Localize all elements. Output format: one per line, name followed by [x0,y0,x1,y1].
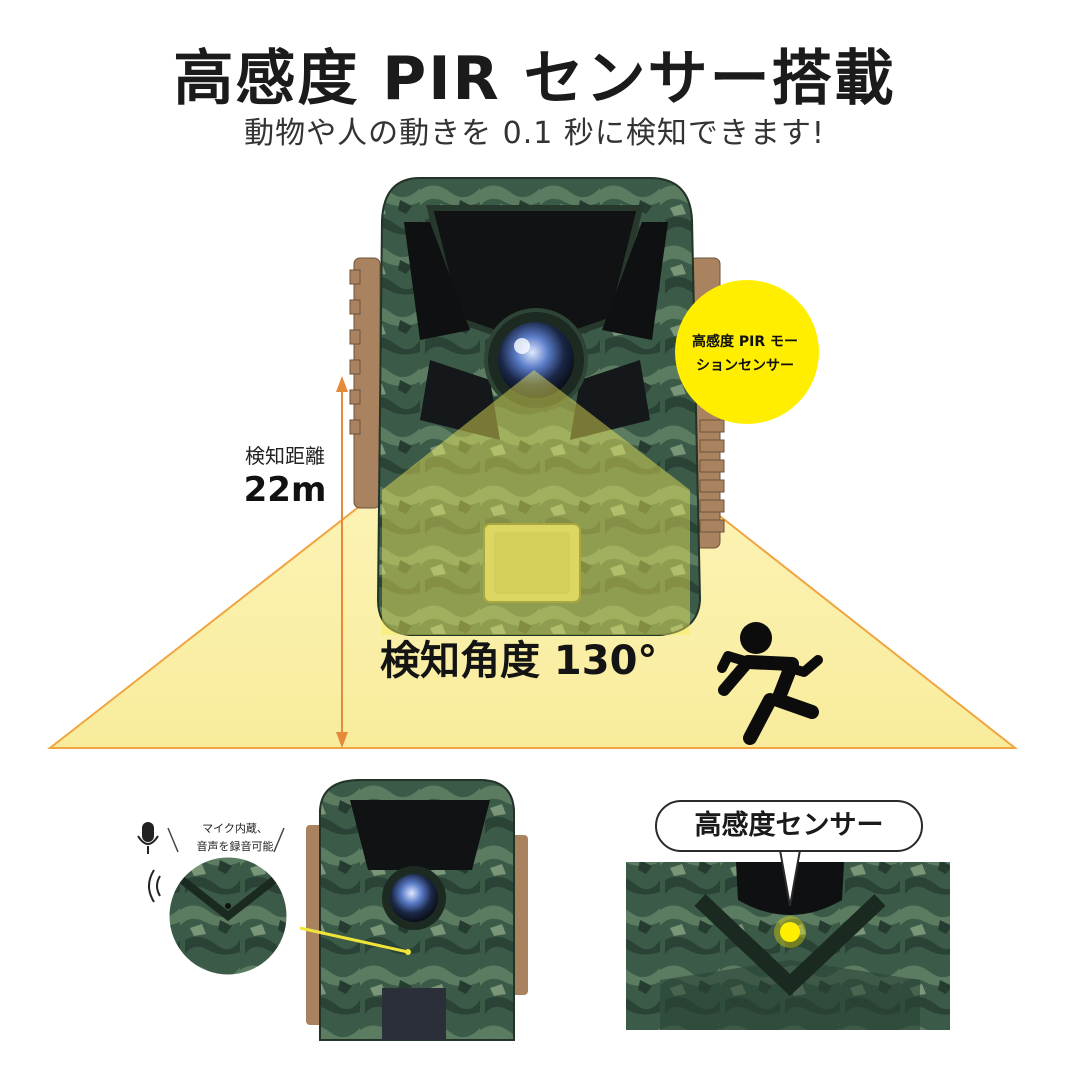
pir-badge-line1: 高感度 PIR モー [692,334,798,350]
zoom-leader-line [299,926,409,954]
sensor-callout: 高感度センサー [655,800,923,852]
pir-badge-label: 高感度 PIR モー ションセンサー [680,330,810,378]
mic-label: マイク内蔵、 音声を録音可能 [175,820,295,856]
page-title: 高感度 PIR センサー搭載 [173,44,896,114]
detection-cone-overlay [382,370,690,635]
main-camera-body [376,177,702,636]
pir-badge-line2: ションセンサー [696,358,794,374]
distance-value: 22m [243,470,327,510]
side-latch-left [349,257,381,509]
pir-badge [675,280,819,424]
mic-label-line1: マイク内蔵、 [202,822,268,835]
mic-label-line2: 音声を録音可能 [196,840,274,853]
distance-label: 検知距離 [245,444,325,468]
page-subtitle: 動物や人の動きを 0.1 秒に検知できます! [244,116,825,151]
small-camera [306,779,528,1041]
running-person-icon [717,622,823,745]
sound-wave-icon [148,869,161,903]
distance-arrow [336,376,348,748]
angle-label: 検知角度 130° [380,638,658,684]
microphone-icon [137,822,159,854]
